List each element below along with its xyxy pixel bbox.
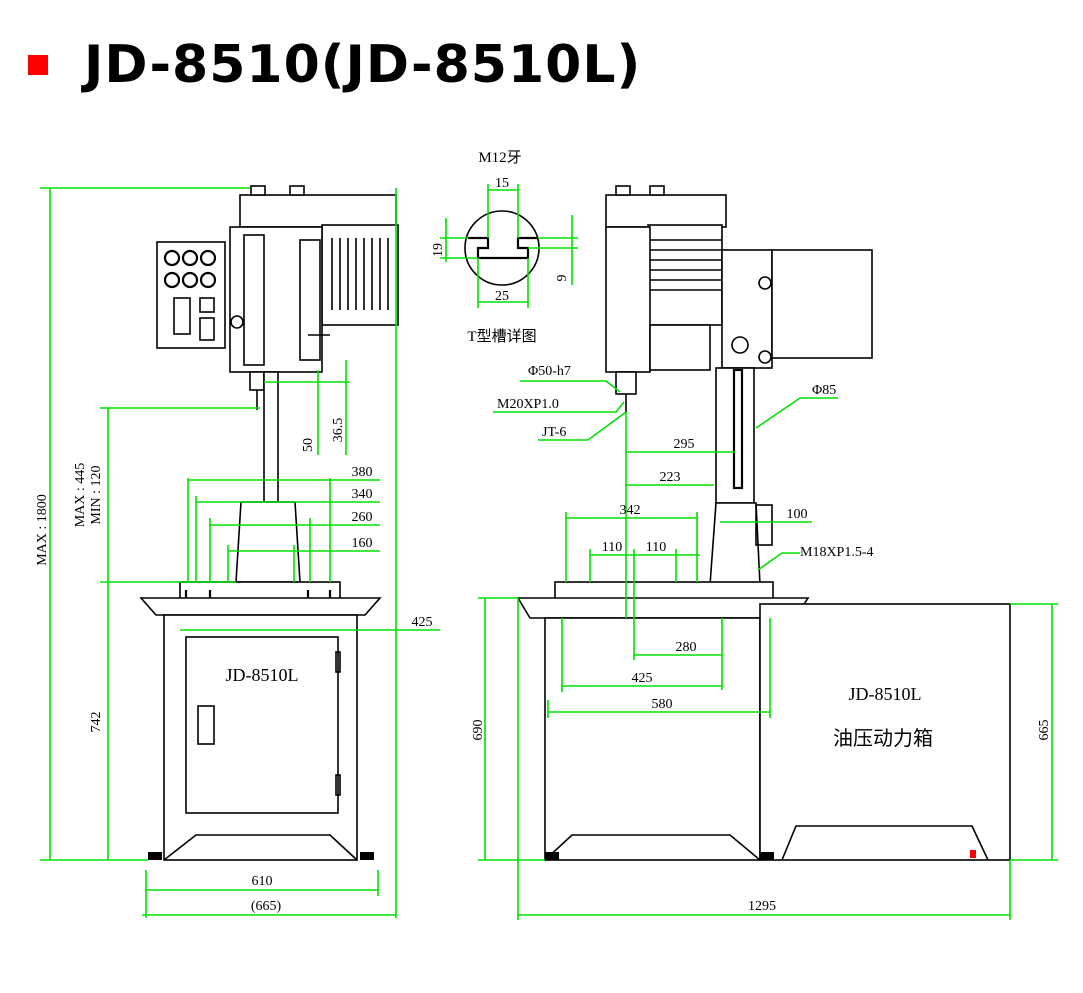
front-column — [263, 371, 279, 503]
hydraulic-box — [759, 603, 1011, 861]
side-head-body — [605, 226, 651, 373]
dim-110b: 110 — [646, 540, 666, 555]
front-door-handle-icon — [197, 705, 215, 745]
tslot-thread: M12牙 — [478, 150, 521, 166]
tslot-bottom-width: 25 — [495, 289, 509, 304]
dim-total-height: MAX : 1800 — [35, 494, 50, 566]
front-head-knob-1 — [250, 185, 266, 196]
side-view: JD-8510L 油压动力箱 — [516, 185, 1011, 861]
dim-425-front: 425 — [412, 615, 433, 630]
dim-36-5: 36.5 — [331, 418, 346, 443]
hydraulic-name: 油压动力箱 — [833, 726, 933, 750]
front-leveling-foot-right — [360, 852, 374, 860]
dim-295: 295 — [674, 437, 695, 452]
front-model-label: JD-8510L — [226, 665, 299, 685]
front-handle-knob — [230, 315, 244, 329]
title-square-icon — [28, 55, 48, 75]
tslot-profile — [468, 236, 538, 260]
page-title: JD-8510(JD-8510L) — [84, 35, 642, 95]
dim-425-side: 425 — [632, 671, 653, 686]
front-feed-guide — [299, 239, 321, 361]
title-row: JD-8510(JD-8510L) — [28, 30, 641, 100]
dim-580: 580 — [652, 697, 673, 712]
front-leveling-foot-left — [148, 852, 162, 860]
dim-342: 342 — [620, 503, 641, 518]
hydraulic-model: JD-8510L — [849, 684, 922, 704]
front-cabinet-foot — [163, 834, 358, 861]
front-head-knob-2 — [289, 185, 305, 196]
dim-stroke-max: MAX : 445 — [73, 463, 88, 528]
front-cabinet — [163, 614, 358, 861]
label-bolt: M18XP1.5-4 — [800, 545, 874, 560]
dim-110a: 110 — [602, 540, 622, 555]
tslot-height: 9 — [555, 275, 570, 282]
front-view: JD-8510L — [139, 185, 399, 861]
dim-100: 100 — [787, 507, 808, 522]
tslot-top-width: 15 — [495, 176, 509, 191]
side-counterweight — [771, 249, 873, 359]
dim-610: 610 — [252, 874, 273, 889]
label-spindle: Φ50-h7 — [528, 364, 571, 379]
dim-340: 340 — [352, 487, 373, 502]
front-motor-fins — [331, 238, 389, 310]
side-rack — [732, 368, 744, 490]
side-dimensions: Φ50-h7 M20XP1.0 JT-6 Φ85 295 223 342 11 — [471, 364, 1058, 920]
dim-280: 280 — [676, 640, 697, 655]
dim-690: 690 — [471, 720, 486, 741]
side-motor — [647, 224, 723, 326]
label-chuck: JT-6 — [542, 425, 566, 440]
front-drip-tray — [139, 597, 382, 616]
label-column: Φ85 — [812, 383, 836, 398]
front-cabinet-door — [185, 636, 339, 814]
tslot-depth: 19 — [431, 243, 446, 257]
dim-stroke-min: MIN : 120 — [89, 465, 104, 524]
dim-1295: 1295 — [748, 899, 776, 914]
dim-223: 223 — [660, 470, 681, 485]
front-motor — [321, 224, 399, 326]
front-panel-buttons — [163, 249, 217, 341]
dim-665-front: (665) — [251, 899, 282, 914]
side-column-base — [709, 502, 761, 586]
side-motor-fins — [648, 239, 722, 291]
hydraulic-marker — [970, 850, 976, 858]
front-spindle-housing — [243, 234, 265, 366]
side-head-cover — [605, 194, 727, 228]
tslot-detail: M12牙 15 25 19 9 T型槽详图 — [431, 150, 578, 345]
label-spindle-thread: M20XP1.0 — [497, 397, 559, 412]
dim-380: 380 — [352, 465, 373, 480]
side-cabinet — [544, 617, 761, 861]
front-column-base — [235, 501, 301, 583]
front-head-cover — [239, 194, 397, 228]
dim-260: 260 — [352, 510, 373, 525]
dim-table-height: 742 — [89, 712, 104, 733]
dim-50: 50 — [301, 438, 316, 452]
tslot-caption: T型槽详图 — [467, 328, 536, 345]
side-gear-box — [649, 324, 711, 371]
front-dimensions: MAX : 1800 MAX : 445 MIN : 120 742 50 36… — [35, 187, 440, 918]
dim-160: 160 — [352, 536, 373, 551]
front-spindle-nose — [249, 371, 265, 391]
dim-665-side: 665 — [1037, 720, 1052, 741]
